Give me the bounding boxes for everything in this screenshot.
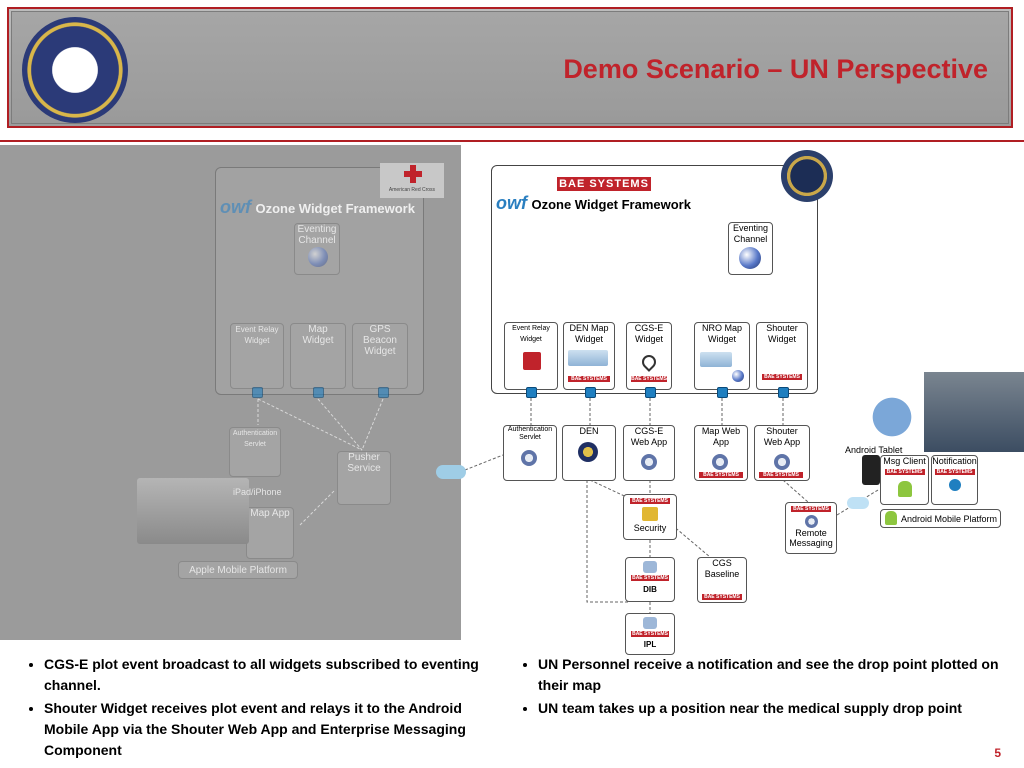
navy-seal-icon	[781, 150, 833, 202]
bae-badge: BAE SYSTEMS	[568, 376, 610, 382]
connector-node	[645, 387, 656, 398]
connector-node	[526, 387, 537, 398]
globe-icon	[308, 247, 328, 267]
red-cross-label: American Red Cross	[388, 187, 436, 193]
bae-systems-logo: BAE SYSTEMS	[557, 177, 651, 191]
notification-app[interactable]: Notification BAE SYSTEMS	[931, 455, 978, 505]
bae-badge: BAE SYSTEMS	[631, 575, 669, 581]
tablet-icon	[862, 455, 880, 485]
den-emblem-icon	[578, 442, 598, 462]
cgs-e-web-app: CGS-E Web App	[623, 425, 675, 481]
right-framework-label: Ozone Widget Framework	[531, 197, 691, 212]
database-icon	[643, 617, 657, 629]
ipl-label: IPL	[643, 640, 657, 649]
bae-badge: BAE SYSTEMS	[631, 376, 667, 382]
remote-messaging-label: Remote Messaging	[789, 528, 833, 548]
globe-icon	[739, 247, 761, 269]
bae-badge: BAE SYSTEMS	[762, 374, 802, 380]
cloud-icon	[436, 465, 466, 479]
security-component: BAE SYSTEMS Security	[623, 494, 677, 540]
left-event-relay-widget: Event Relay Widget	[230, 323, 284, 389]
dod-seal-icon	[22, 17, 128, 123]
msg-client-label: Msg Client	[883, 456, 926, 466]
left-owf-title: owf Ozone Widget Framework	[220, 197, 415, 218]
bae-badge: BAE SYSTEMS	[791, 506, 831, 512]
bae-badge: BAE SYSTEMS	[884, 469, 925, 475]
msg-client-app[interactable]: Msg Client BAE SYSTEMS	[880, 455, 929, 505]
gear-icon	[712, 454, 728, 470]
left-bullets: CGS-E plot event broadcast to all widget…	[28, 654, 508, 763]
map-web-app: Map Web App	[694, 425, 748, 481]
android-icon	[897, 481, 912, 497]
header-inner	[11, 11, 1009, 124]
lock-icon	[642, 507, 658, 521]
dib-component: BAE SYSTEMS DIB	[625, 557, 675, 602]
world-map-icon	[568, 350, 608, 366]
android-tablet-label: Android Tablet	[845, 445, 903, 455]
left-map-app: Map App	[246, 507, 294, 559]
left-panel-ozone-diagram: American Red Cross owf Ozone Widget Fram…	[0, 145, 461, 640]
right-bullets: UN Personnel receive a notification and …	[522, 654, 1017, 721]
bae-badge: BAE SYSTEMS	[630, 498, 670, 504]
left-connector-node	[313, 387, 324, 398]
connector-node	[585, 387, 596, 398]
world-map-icon	[700, 352, 732, 367]
connector-node	[778, 387, 789, 398]
red-cross-icon	[404, 165, 422, 183]
slide-title: Demo Scenario – UN Perspective	[563, 54, 988, 84]
field-vehicle-photo	[137, 478, 249, 544]
notification-label: Notification	[932, 456, 977, 466]
left-framework-label: Ozone Widget Framework	[255, 201, 415, 216]
dib-label: DIB	[643, 585, 657, 594]
page-number: 5	[994, 746, 1001, 760]
cloud-icon	[847, 497, 869, 509]
ipl-component: BAE SYSTEMS IPL	[625, 613, 675, 655]
android-platform-label: Android Mobile Platform	[880, 509, 1001, 528]
owf-logo-icon: owf	[220, 197, 251, 217]
title-divider	[0, 140, 1024, 142]
owf-logo-icon: owf	[496, 193, 527, 213]
gear-icon	[774, 454, 790, 470]
shouter-web-app: Shouter Web App	[754, 425, 810, 481]
red-cross-logo: American Red Cross	[380, 163, 444, 198]
bae-badge: BAE SYSTEMS	[699, 472, 743, 478]
bae-badge: BAE SYSTEMS	[759, 472, 803, 478]
un-team-photo	[924, 372, 1024, 452]
left-auth-servlet: Authentication Servlet	[229, 427, 281, 477]
globe-icon	[732, 370, 744, 382]
gear-icon	[641, 454, 657, 470]
un-emblem-icon	[862, 387, 922, 447]
security-label: Security	[633, 523, 667, 533]
info-icon	[948, 479, 961, 491]
left-gps-beacon-widget: GPS Beacon Widget	[352, 323, 408, 389]
bullet-item: CGS-E plot event broadcast to all widget…	[44, 654, 508, 696]
connector-node	[717, 387, 728, 398]
left-connector-node	[378, 387, 389, 398]
header-banner	[7, 7, 1013, 128]
event-relay-icon	[523, 352, 541, 370]
bullet-item: UN Personnel receive a notification and …	[538, 654, 1017, 696]
left-device-label: iPad/iPhone	[233, 487, 282, 497]
database-icon	[643, 561, 657, 573]
bae-badge: BAE SYSTEMS	[631, 631, 669, 637]
gear-icon	[804, 515, 818, 528]
bullet-item: UN team takes up a position near the med…	[538, 698, 1017, 719]
left-pusher-service: Pusher Service	[337, 451, 391, 505]
left-map-widget: Map Widget	[290, 323, 346, 389]
right-owf-title: owf Ozone Widget Framework	[496, 193, 691, 214]
gear-icon	[521, 450, 537, 466]
bullet-item: Shouter Widget receives plot event and r…	[44, 698, 508, 761]
left-connector-node	[252, 387, 263, 398]
remote-messaging: BAE SYSTEMS Remote Messaging	[785, 502, 837, 554]
android-icon	[885, 511, 897, 525]
bae-badge: BAE SYSTEMS	[934, 469, 975, 475]
left-apple-platform: Apple Mobile Platform	[178, 561, 298, 579]
bae-badge: BAE SYSTEMS	[702, 594, 742, 600]
